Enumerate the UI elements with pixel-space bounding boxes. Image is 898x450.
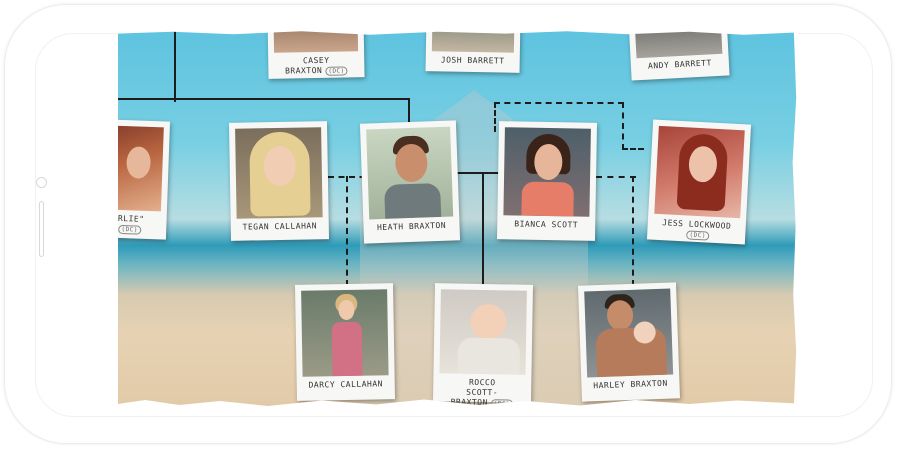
- dashed-connector: [622, 148, 644, 150]
- torn-edge-right: [792, 30, 798, 408]
- person-card-josh[interactable]: Josh Barrett: [425, 30, 521, 73]
- person-name: Tegan Callahan: [242, 221, 318, 232]
- person-photo: [584, 288, 674, 378]
- person-card-jess[interactable]: Jess Lockwood(dc): [646, 119, 752, 245]
- person-name: Darcy Callahan: [308, 379, 384, 390]
- speaker-grille: [39, 201, 44, 257]
- person-photo: [439, 289, 527, 375]
- connector-line: [174, 30, 176, 102]
- person-name: Bianca Scott: [514, 219, 579, 230]
- dashed-connector: [622, 102, 624, 150]
- family-tree-screen: CaseyBraxton(dc) Josh Barrett Andy Barre…: [118, 30, 798, 408]
- person-photo: [301, 289, 389, 377]
- person-name: Heath Braxton: [376, 220, 447, 233]
- dashed-connector: [346, 176, 348, 286]
- camera-sensor: [36, 177, 47, 188]
- person-name: Harley Braxton: [593, 378, 668, 391]
- person-name: Andy Barrett: [647, 58, 712, 71]
- connector-line: [455, 172, 507, 174]
- person-card-heath[interactable]: Heath Braxton: [359, 120, 461, 244]
- person-card-darcy[interactable]: Darcy Callahan: [294, 283, 396, 401]
- dashed-connector: [632, 176, 634, 286]
- person-card-rocco[interactable]: RoccoScott-Braxton(dc): [432, 283, 534, 408]
- torn-edge-bottom: [118, 399, 798, 408]
- person-name: CaseyBraxton(dc): [274, 55, 358, 77]
- person-photo: [235, 127, 323, 219]
- person-card-charlie[interactable]: "Charlie"ton(dc): [118, 118, 171, 240]
- dashed-connector: [328, 176, 376, 178]
- dashed-connector: [494, 102, 496, 132]
- connector-line: [118, 98, 408, 100]
- connector-line: [482, 173, 484, 285]
- person-photo: [503, 127, 591, 217]
- person-photo: [654, 125, 745, 219]
- person-card-harley[interactable]: Harley Braxton: [578, 282, 680, 402]
- dashed-connector: [494, 102, 624, 104]
- person-name: "Charlie"ton(dc): [118, 213, 145, 235]
- person-photo: [366, 126, 454, 220]
- person-name: Josh Barrett: [440, 55, 505, 66]
- dashed-connector: [596, 176, 636, 178]
- person-photo: [118, 124, 164, 212]
- person-card-casey[interactable]: CaseyBraxton(dc): [267, 30, 365, 79]
- person-card-andy[interactable]: Andy Barrett: [628, 30, 730, 81]
- person-card-tegan[interactable]: Tegan Callahan: [228, 121, 330, 241]
- person-name: Jess Lockwood(dc): [662, 218, 732, 241]
- person-photo: [634, 30, 723, 59]
- person-card-bianca[interactable]: Bianca Scott: [496, 121, 598, 241]
